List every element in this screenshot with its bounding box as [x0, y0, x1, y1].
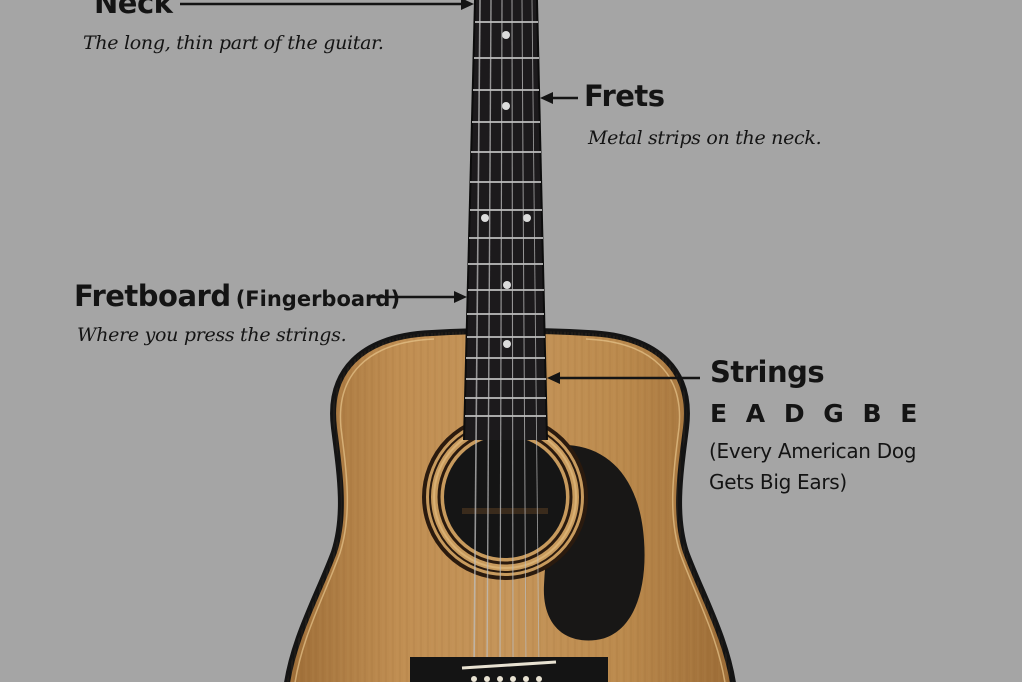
sound-hole [424, 416, 586, 578]
string-notes: E A D G B E [710, 399, 922, 428]
neck-description: The long, thin part of the guitar. [83, 32, 384, 54]
strings-label: Strings [710, 355, 824, 389]
fretboard-label: Fretboard [74, 279, 231, 313]
arrow-left-icon [540, 92, 578, 104]
arrow-right-icon [180, 0, 474, 10]
mnemonic-line-2: Gets Big Ears) [709, 467, 847, 498]
fretboard-heading: Fretboard (Fingerboard) [74, 279, 400, 313]
bridge [410, 657, 608, 682]
fretboard-description: Where you press the strings. [77, 324, 346, 346]
mnemonic-line-1: (Every American Dog [709, 436, 916, 467]
frets-description: Metal strips on the neck. [588, 127, 821, 149]
fingerboard-sublabel: (Fingerboard) [236, 287, 400, 311]
frets-label: Frets [584, 79, 665, 113]
neck-label: Neck [94, 0, 172, 20]
